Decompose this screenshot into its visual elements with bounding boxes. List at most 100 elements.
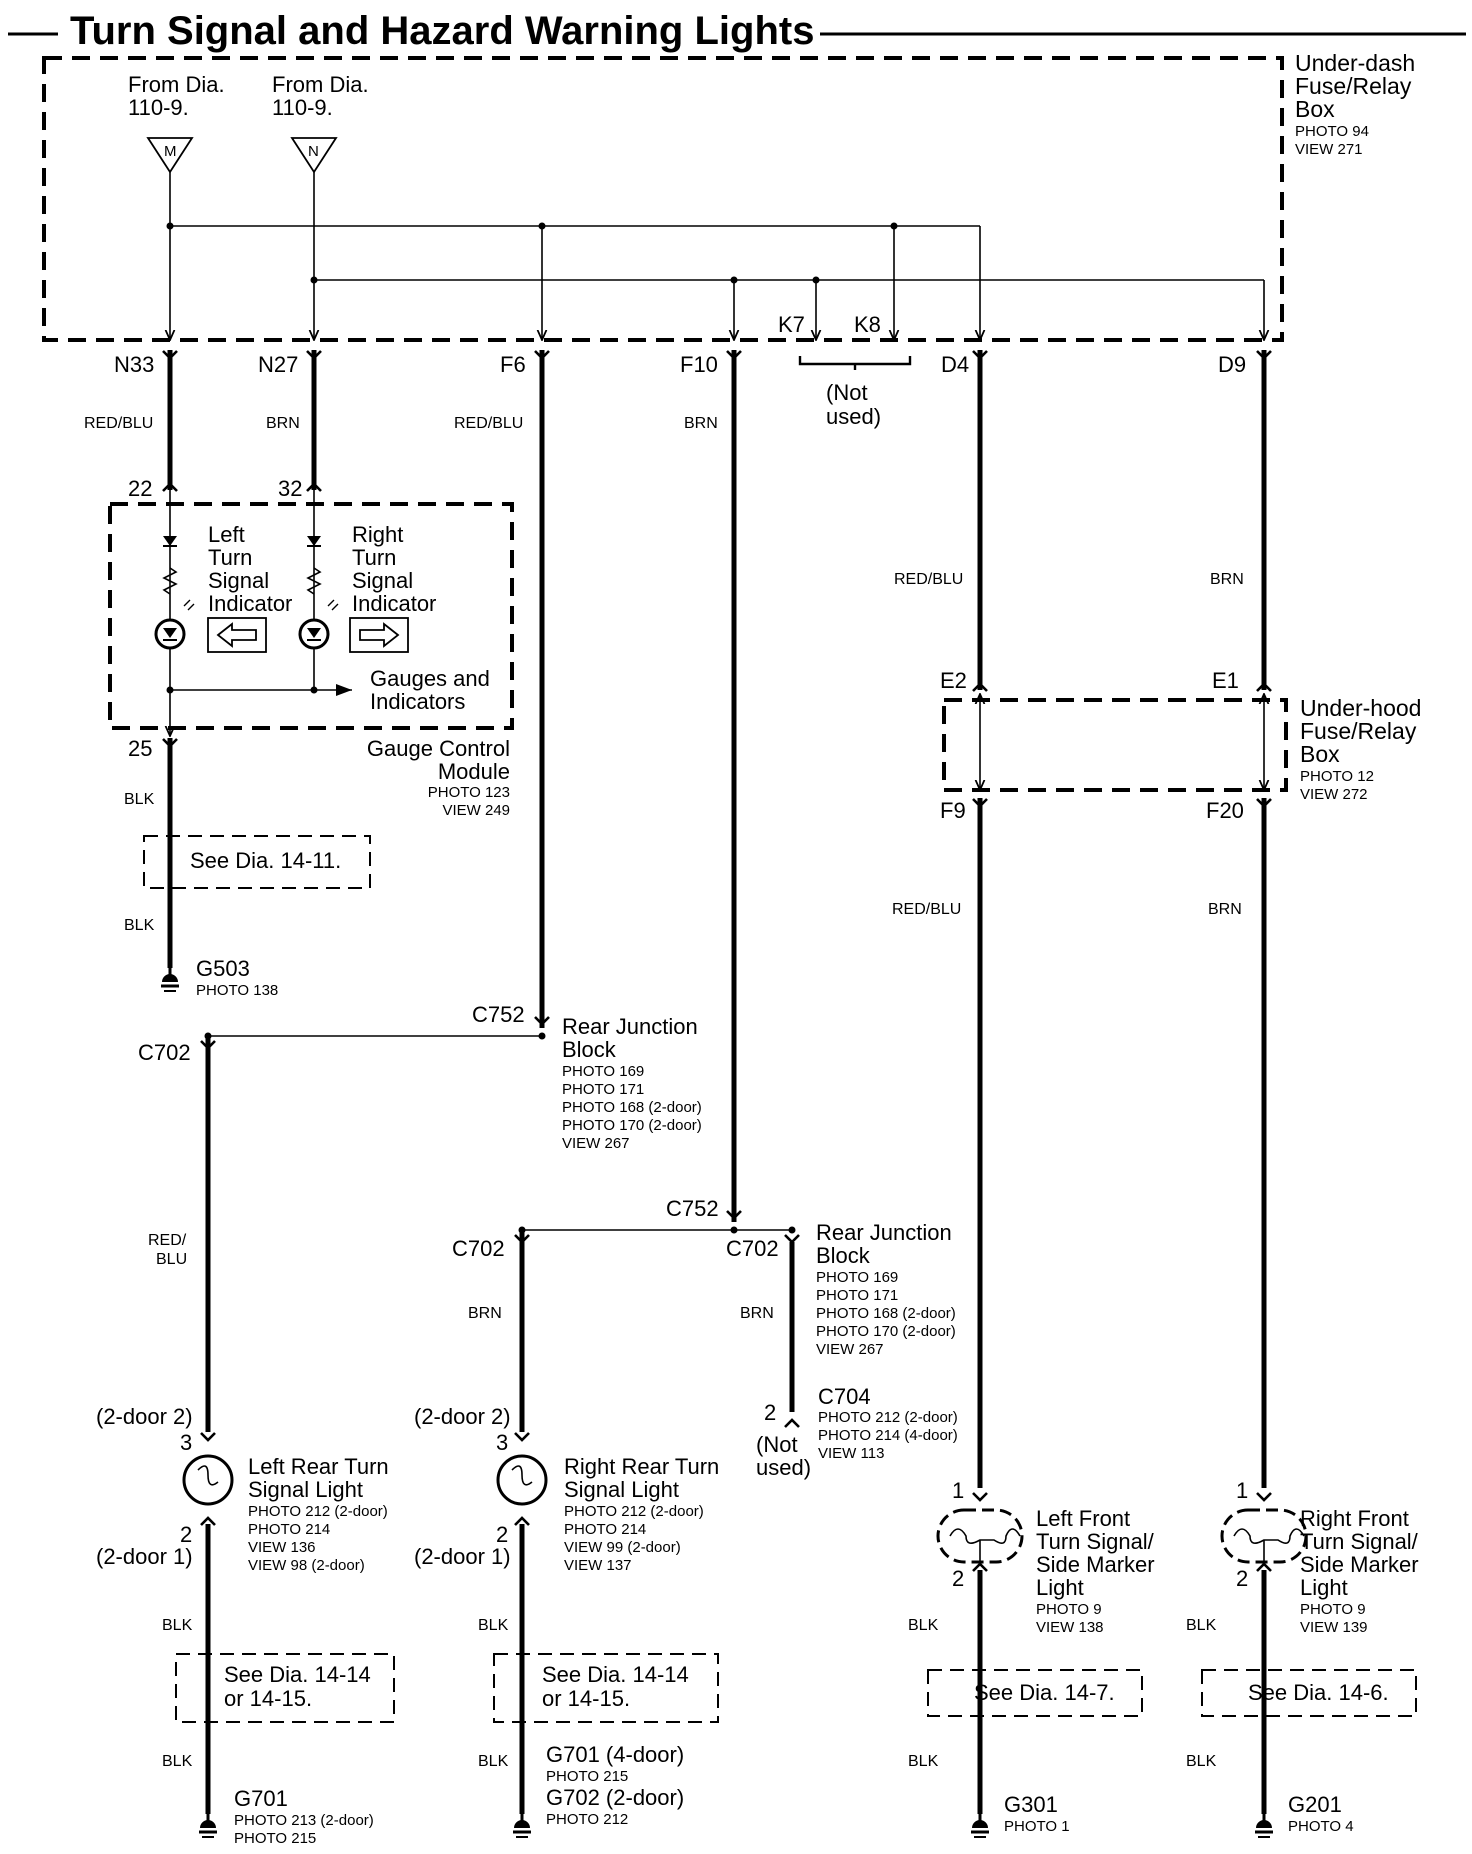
lr-name-line1: Left Rear Turn	[248, 1454, 389, 1479]
g201-ground-icon	[1253, 1812, 1275, 1839]
rear-junction-block-2: C752 C702 C702 Rear Junction Block PHOTO…	[452, 1196, 956, 1358]
wire-rr-blk-a: BLK	[478, 1617, 509, 1634]
rr-detail-4: VIEW 137	[564, 1557, 632, 1574]
rjb2-c702-right: C702	[726, 1236, 779, 1261]
wire-n33-color: RED/BLU	[84, 415, 153, 432]
right-diode-icon	[307, 536, 321, 546]
rjb1-name-line2: Block	[562, 1037, 617, 1062]
from-dia-right-line1: From Dia.	[272, 72, 369, 97]
c704-not-used-line2: used)	[756, 1455, 811, 1480]
lr-ground: G701	[234, 1786, 288, 1811]
lf-ground-photo: PHOTO 1	[1004, 1818, 1070, 1835]
lf-detail-1: PHOTO 9	[1036, 1601, 1102, 1618]
rr-see-dia-box	[493, 1653, 719, 1723]
gauge-control-module: 22 32 Left Turn Signal Indicator Right T…	[108, 476, 514, 999]
pin-e1: E1	[1212, 668, 1239, 693]
left-indicator-line3: Signal	[208, 568, 269, 593]
lf-ground: G301	[1004, 1792, 1058, 1817]
underhood-name-line3: Box	[1300, 741, 1340, 767]
gcm-name-line1: Gauge Control	[367, 736, 510, 761]
rjb1-detail-1: PHOTO 169	[562, 1063, 644, 1080]
pin-f9: F9	[940, 798, 966, 823]
gcm-pin-25: 25	[128, 736, 152, 761]
underdash-photo: PHOTO 94	[1295, 123, 1369, 140]
underhood-name-line1: Under-hood	[1300, 695, 1421, 721]
lf-name-line4: Light	[1036, 1575, 1084, 1600]
g503-label: G503	[196, 956, 250, 981]
wire-d9-color: BRN	[1210, 571, 1244, 588]
c704-name: C704	[818, 1384, 871, 1409]
g701-left-ground-icon	[197, 1812, 219, 1839]
left-arrow-icon	[216, 622, 257, 648]
lr-name-line2: Signal Light	[248, 1477, 363, 1502]
underdash-view: VIEW 271	[1295, 141, 1363, 158]
rear-junction-block-1: C752 C702 Rear Junction Block PHOTO 169 …	[138, 1002, 702, 1152]
gcm-photo: PHOTO 123	[428, 784, 510, 801]
wire-f10-color: BRN	[684, 415, 718, 432]
rjb2-name-line1: Rear Junction	[816, 1220, 952, 1245]
rjb1-name-line1: Rear Junction	[562, 1014, 698, 1039]
wire-f6-color: RED/BLU	[454, 415, 523, 432]
rjb2-c702-left: C702	[452, 1236, 505, 1261]
underdash-fuse-relay-box: Under-dash Fuse/Relay Box PHOTO 94 VIEW …	[42, 50, 1415, 429]
c704-not-used-line1: (Not	[756, 1432, 798, 1457]
g701-g702-ground-icon	[511, 1812, 533, 1839]
wire-n27-color: BRN	[266, 415, 300, 432]
c704-detail-2: PHOTO 214 (4-door)	[818, 1427, 958, 1444]
top-pin-labels: N33 N27 F6 F10 D4 D9	[114, 352, 1246, 377]
rjb2-c752: C752	[666, 1196, 719, 1221]
lf-see-dia-box	[927, 1669, 1143, 1717]
rjb2-detail-1: PHOTO 169	[816, 1269, 898, 1286]
lr-see-line2: or 14-15.	[224, 1686, 312, 1711]
rr-ground1-photo: PHOTO 215	[546, 1768, 628, 1785]
lf-see: See Dia. 14-7.	[974, 1680, 1115, 1705]
lf-name-line3: Side Marker	[1036, 1552, 1155, 1577]
rjb1-detail-3: PHOTO 168 (2-door)	[562, 1099, 702, 1116]
lr-detail-4: VIEW 98 (2-door)	[248, 1557, 365, 1574]
rjb2-detail-4: PHOTO 170 (2-door)	[816, 1323, 956, 1340]
rjb2-name-line2: Block	[816, 1243, 871, 1268]
wire-lr-blk-a: BLK	[162, 1617, 193, 1634]
right-arrow-box	[349, 617, 409, 653]
rr-detail-1: PHOTO 212 (2-door)	[564, 1503, 704, 1520]
underhood-photo: PHOTO 12	[1300, 768, 1374, 785]
rf-detail-1: PHOTO 9	[1300, 1601, 1366, 1618]
left-diode-icon	[163, 536, 177, 546]
rf-filament-icon	[1233, 1528, 1305, 1544]
lr-pin-bot-alt: (2-door 1)	[96, 1544, 193, 1569]
rr-ground1: G701 (4-door)	[546, 1742, 684, 1767]
gcm-see-dia: See Dia. 14-11.	[190, 848, 341, 873]
rjb1-detail-5: VIEW 267	[562, 1135, 630, 1152]
from-dia-left-line2: 110-9.	[128, 95, 189, 120]
rjb1-c752: C752	[472, 1002, 525, 1027]
gcm-view: VIEW 249	[442, 802, 510, 819]
rr-pin-bot-alt: (2-door 1)	[414, 1544, 511, 1569]
underdash-name-line1: Under-dash	[1295, 50, 1415, 76]
rf-see-dia-box	[1201, 1669, 1417, 1717]
pin-n27: N27	[258, 352, 298, 377]
rjb1-detail-2: PHOTO 171	[562, 1081, 644, 1098]
rjb1-c702: C702	[138, 1040, 191, 1065]
rr-pin-bot: 2	[496, 1522, 508, 1547]
right-arrow-icon	[359, 622, 400, 648]
gauges-line1: Gauges and	[370, 666, 490, 691]
wire-lr-blk-b: BLK	[162, 1753, 193, 1770]
gcm-pin-32: 32	[278, 476, 302, 501]
rr-name-line1: Right Rear Turn	[564, 1454, 719, 1479]
left-front-turn-signal-light: 1 2 Left Front Turn Signal/ Side Marker …	[927, 1478, 1155, 1839]
wire-rf-blk-a: BLK	[1186, 1617, 1217, 1634]
lr-ground-detail-1: PHOTO 213 (2-door)	[234, 1812, 374, 1829]
right-indicator-line3: Signal	[352, 568, 413, 593]
lf-name-line2: Turn Signal/	[1036, 1529, 1155, 1554]
rr-pin-top: 3	[496, 1430, 508, 1455]
k-not-used-line1: (Not	[826, 380, 868, 405]
lr-ground-detail-2: PHOTO 215	[234, 1830, 316, 1847]
pin-f10: F10	[680, 352, 718, 377]
wire-f20-color: BRN	[1208, 901, 1242, 918]
title-group: Turn Signal and Hazard Warning Lights	[8, 9, 1466, 53]
left-indicator-line4: Indicator	[208, 591, 292, 616]
rf-name-line3: Side Marker	[1300, 1552, 1419, 1577]
gcm-name-line2: Module	[438, 759, 510, 784]
wire-lf-blk-a: BLK	[908, 1617, 939, 1634]
